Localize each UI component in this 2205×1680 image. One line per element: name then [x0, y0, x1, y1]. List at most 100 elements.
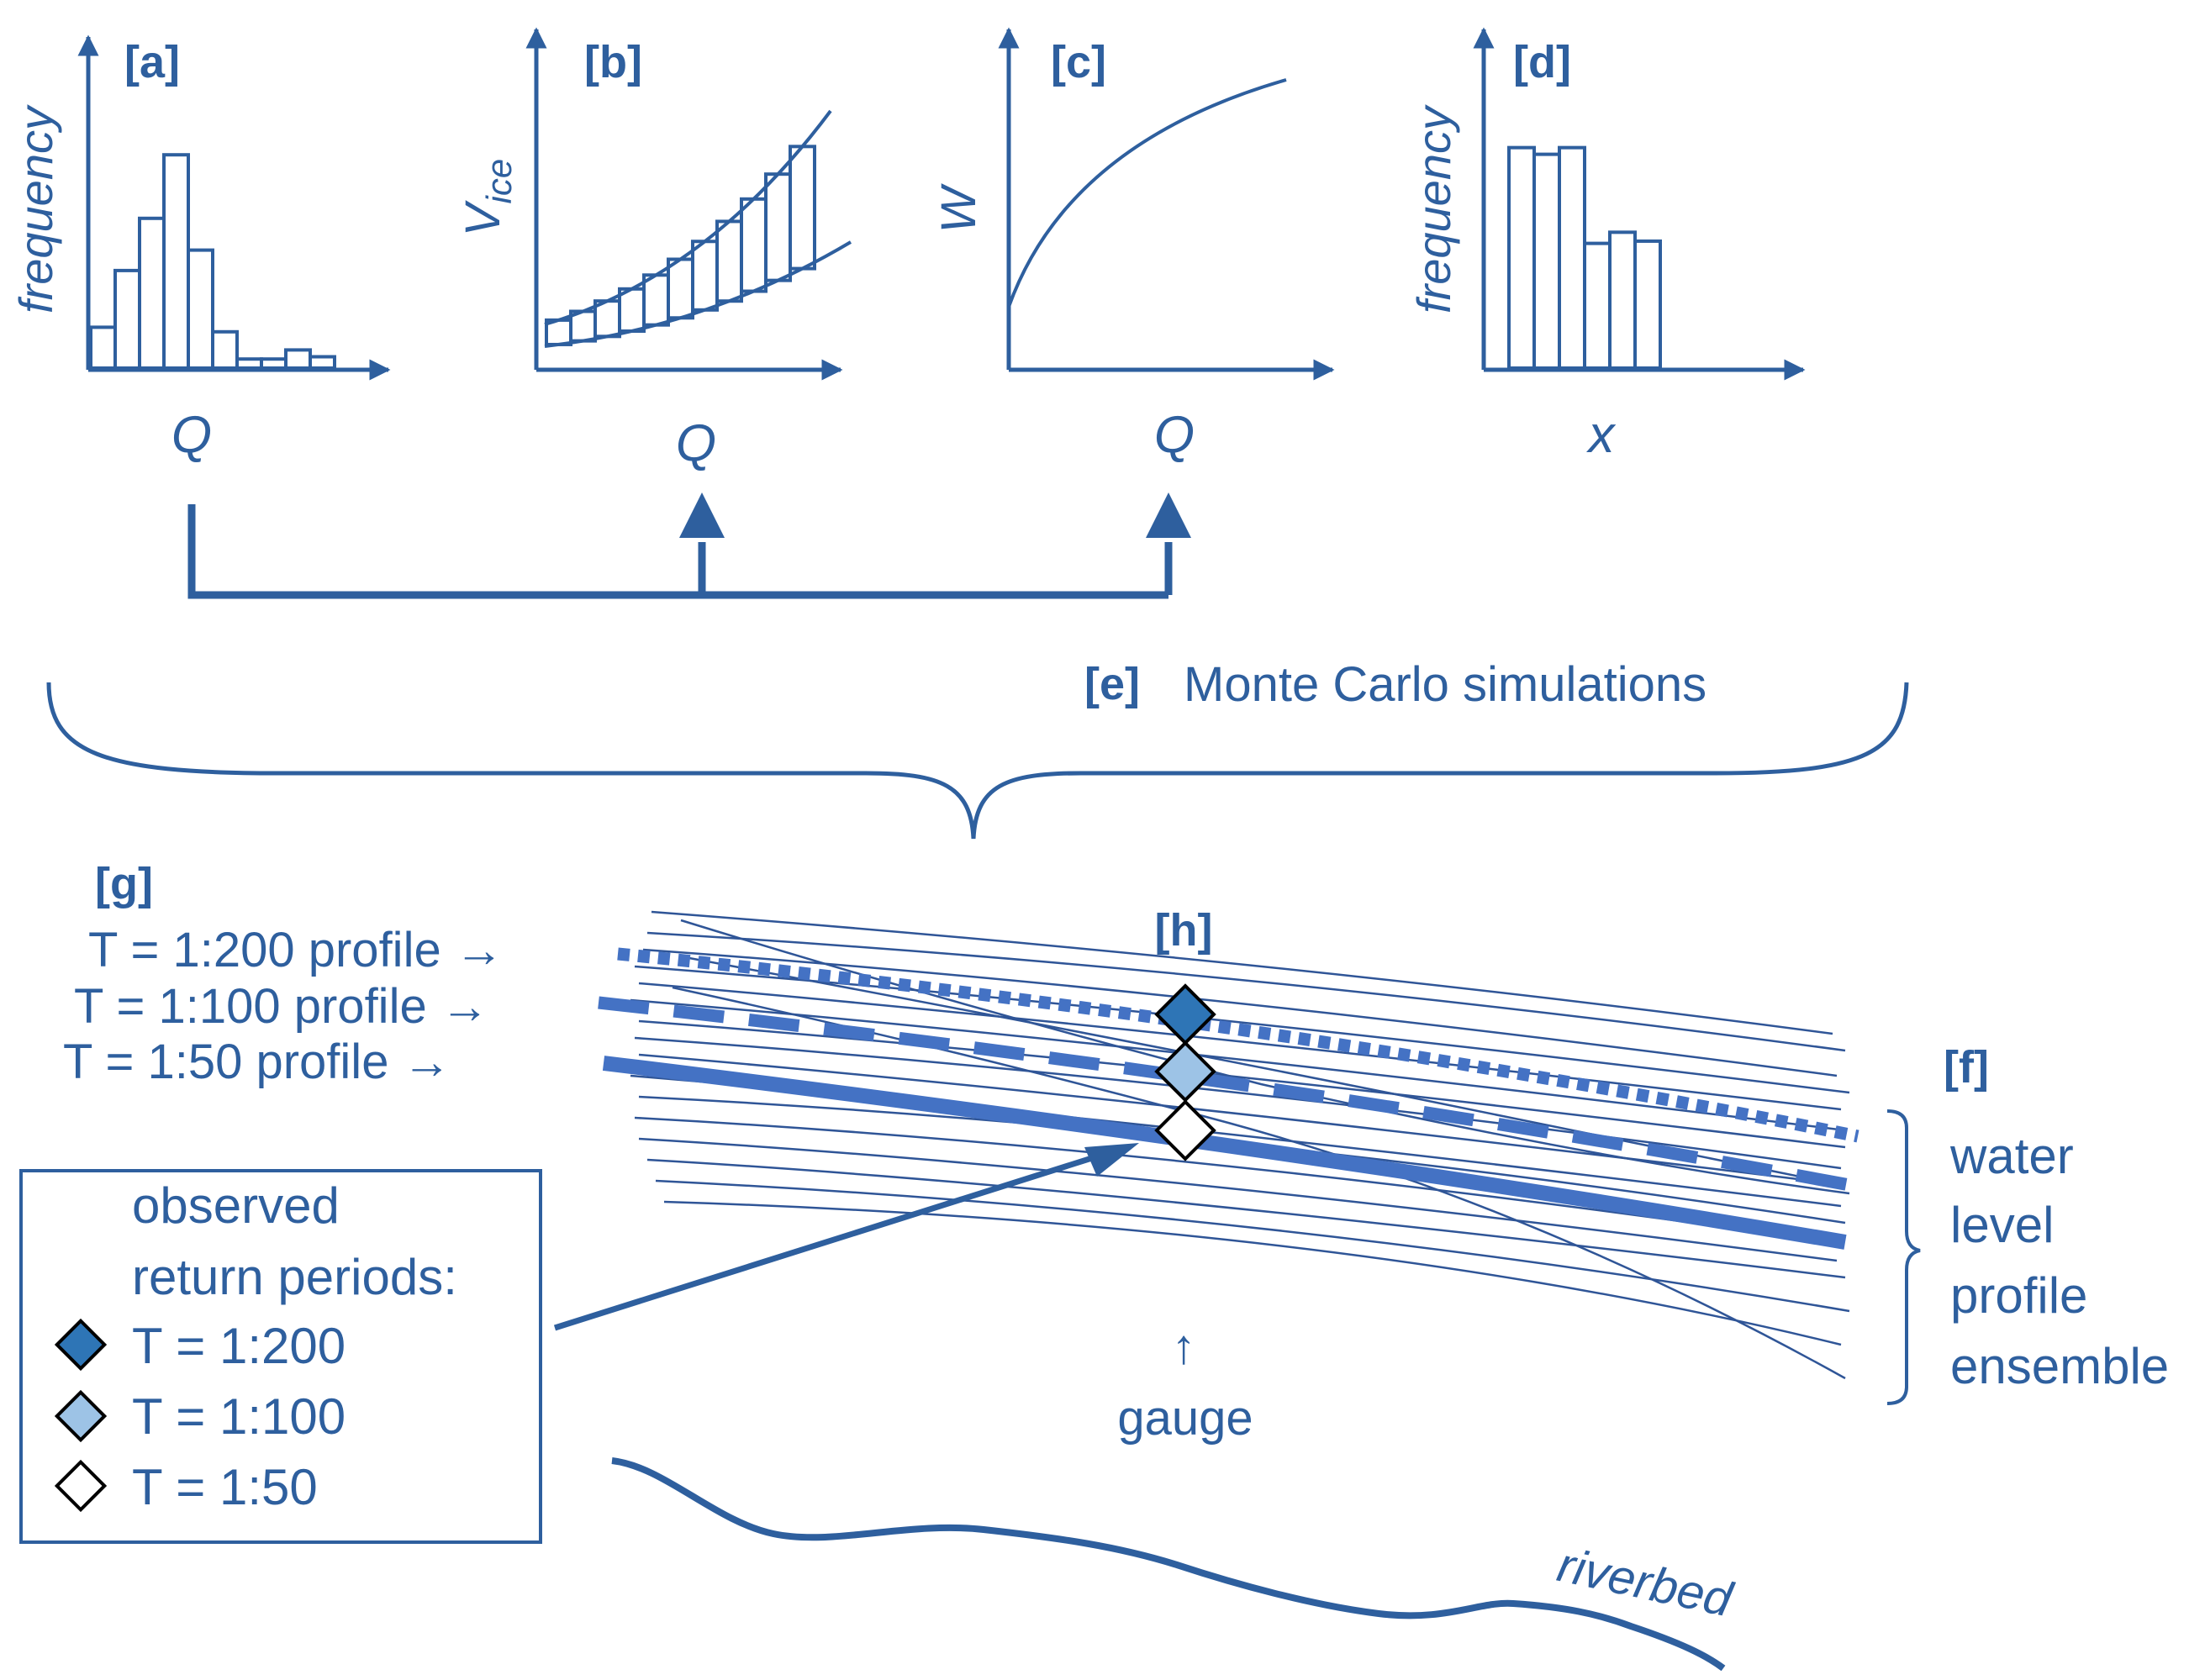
diamond-t50: [1154, 1099, 1216, 1161]
gauge-label: gauge: [1117, 1391, 1253, 1446]
discharge-connector: [187, 492, 1191, 599]
panel-d-x-label: x: [1586, 406, 1617, 464]
histogram-bar: [260, 357, 287, 371]
ensemble-tag: [f]: [1944, 1042, 1989, 1093]
gauge-tag: [h]: [1155, 905, 1213, 956]
ensemble-line: [642, 948, 1838, 1077]
ensemble-brace: [1886, 1109, 1921, 1405]
legend: observed return periods: T = 1:200 T = 1…: [19, 1169, 542, 1544]
panel-a-x-label: Q: [171, 406, 212, 464]
interval-bar: [642, 273, 670, 327]
panel-b-x-label: Q: [676, 414, 716, 472]
profile-t100: [598, 996, 1851, 1192]
histogram-bar: [1532, 152, 1561, 370]
panel-c-rating-curve: [1007, 78, 1287, 308]
legend-box: [19, 1169, 542, 1544]
histogram-bar: [187, 248, 214, 370]
histogram-bar: [235, 357, 263, 371]
histogram-bar: [309, 355, 336, 370]
ensemble-line: [638, 1095, 1846, 1224]
panel-b-y-label: Vice: [456, 159, 519, 236]
histogram-bar: [1608, 230, 1637, 370]
ensemble-line: [651, 910, 1833, 1035]
pointer-arrow: [553, 1144, 1128, 1331]
profiles-tag: [g]: [95, 859, 153, 909]
monte-carlo-section: [e] Monte Carlo simulations: [46, 657, 1909, 840]
histogram-bar: [1583, 241, 1612, 370]
panel-a: [a] frequency Q: [9, 34, 391, 464]
ensemble-line: [646, 931, 1846, 1052]
riverbed-line: [611, 1457, 1726, 1672]
interval-bar: [618, 287, 646, 333]
ensemble-line: [646, 1158, 1846, 1279]
profile-t50: [602, 1056, 1847, 1250]
ensemble-label-line-1: water: [1949, 1128, 2074, 1184]
histogram-bar: [1507, 145, 1536, 370]
pointer-arrowhead: [1084, 1143, 1139, 1177]
legend-label-t200: T = 1:200: [132, 1318, 346, 1374]
connector-arrowhead-b: [679, 492, 725, 538]
riverbed: riverbed: [611, 1457, 1738, 1672]
interval-bar: [740, 197, 768, 293]
monte-carlo-label: Monte Carlo simulations: [1184, 657, 1707, 712]
legend-label-t50: T = 1:50: [132, 1459, 318, 1515]
panel-d-histogram: [1507, 145, 1662, 371]
ensemble-line: [638, 1137, 1838, 1262]
diamond-t100: [1154, 1040, 1216, 1103]
connector-arrowhead-c: [1146, 492, 1191, 538]
histogram-bar: [284, 348, 312, 370]
panel-b-y-label-subscript: ice: [479, 159, 519, 204]
interval-bar: [789, 145, 816, 271]
panel-b-upper-curve: [544, 109, 832, 326]
histogram-bar: [162, 153, 190, 370]
ensemble-line: [634, 1116, 1842, 1246]
histogram-bar: [211, 329, 239, 370]
legend-diamond-t50: [54, 1459, 108, 1513]
panel-b-y-label-main: V: [456, 199, 510, 236]
panel-d-tag: [d]: [1513, 37, 1571, 87]
profile-labels: [g] T = 1:200 profile → T = 1:100 profil…: [63, 859, 504, 1089]
panel-a-y-label: frequency: [9, 104, 62, 313]
profile-label-t50: T = 1:50 profile →: [63, 1035, 451, 1089]
panel-c: [c] W Q: [931, 27, 1335, 464]
ensemble-label-line-3: profile: [1950, 1267, 2087, 1324]
ensemble-bracket: [f] water level profile ensemble: [1886, 1042, 2169, 1405]
panel-c-y-label: W: [931, 182, 986, 233]
histogram-bar: [113, 268, 141, 370]
ensemble-line: [634, 1036, 1842, 1170]
panel-b-tag: [b]: [584, 37, 642, 87]
panel-c-tag: [c]: [1051, 37, 1106, 87]
ensemble-label-line-4: ensemble: [1950, 1338, 2169, 1394]
legend-label-t100: T = 1:100: [132, 1388, 346, 1445]
ensemble-line: [663, 1200, 1842, 1346]
panel-c-x-label: Q: [1154, 406, 1195, 464]
panel-a-histogram: [89, 153, 336, 371]
monte-carlo-tag: [e]: [1084, 659, 1140, 709]
histogram-bar: [138, 216, 166, 370]
diamond-t200: [1154, 983, 1216, 1045]
panel-b: [b] Vice Q: [456, 27, 852, 472]
legend-title-line-2: return periods:: [132, 1249, 457, 1305]
histogram-bar: [1633, 239, 1662, 371]
legend-diamond-t100: [54, 1389, 108, 1443]
gauge-arrow: ↑: [1172, 1319, 1196, 1374]
interval-bar: [715, 219, 743, 303]
histogram-bar: [89, 325, 117, 370]
interval-bar: [764, 172, 792, 282]
interval-bar: [667, 257, 694, 320]
ensemble-line: [672, 986, 1846, 1380]
curly-brace: [46, 682, 1909, 840]
connector-line: [187, 504, 1173, 599]
legend-diamond-t200: [54, 1318, 108, 1372]
panel-d: [d] frequency x: [1407, 27, 1806, 464]
panel-a-tag: [a]: [124, 37, 180, 87]
legend-title-line-1: observed: [132, 1177, 340, 1234]
histogram-bar: [1558, 145, 1586, 370]
interval-bar: [691, 240, 719, 312]
panel-d-y-label: frequency: [1407, 104, 1460, 313]
profile-label-t100: T = 1:100 profile →: [74, 979, 489, 1034]
profile-label-t200: T = 1:200 profile →: [88, 923, 504, 977]
panel-b-lower-curve: [544, 240, 852, 348]
ensemble-line: [638, 982, 1842, 1111]
